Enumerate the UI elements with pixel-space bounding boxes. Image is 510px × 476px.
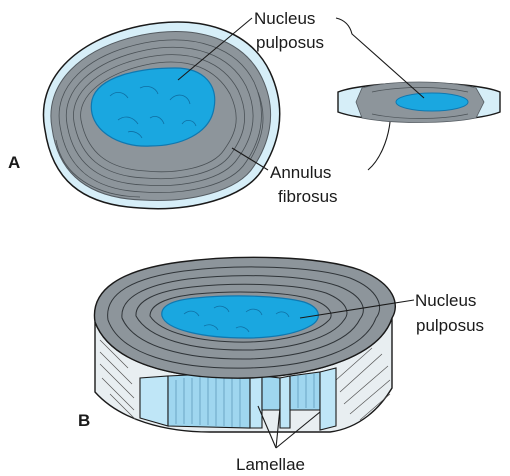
label-nucleus-pulposus-b-line1: Nucleus [415, 291, 476, 310]
disc-cutaway-view [94, 257, 395, 432]
disc-top-view [43, 22, 279, 209]
nucleus-pulposus-cutaway [162, 296, 319, 338]
label-nucleus-pulposus-b-line2: pulposus [416, 316, 484, 335]
label-annulus-fibrosus-line2: fibrosus [278, 187, 338, 206]
panel-label-b: B [78, 411, 90, 430]
label-annulus-fibrosus-line1: Annulus [270, 163, 331, 182]
nucleus-pulposus-top [91, 68, 214, 146]
nucleus-pulposus-side [396, 93, 468, 111]
disc-side-view [338, 82, 500, 123]
label-lamellae: Lamellae [236, 455, 305, 474]
label-nucleus-pulposus-a-line1: Nucleus [254, 9, 315, 28]
panel-label-a: A [8, 153, 20, 172]
label-nucleus-pulposus-a-line2: pulposus [256, 33, 324, 52]
